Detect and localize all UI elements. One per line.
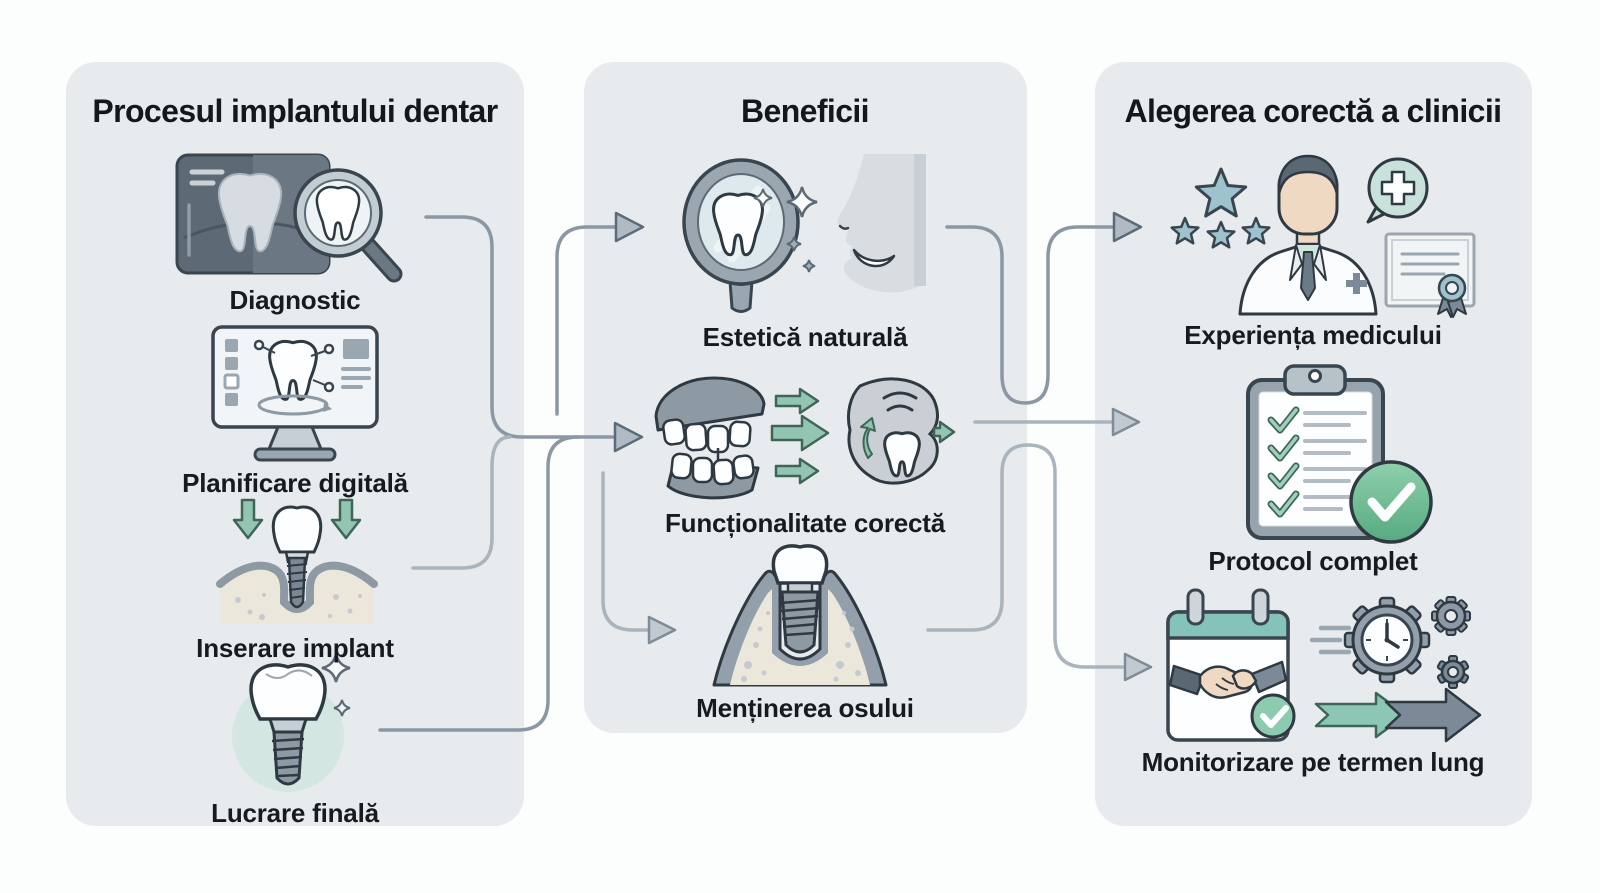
- item-label-final: Lucrare finală: [211, 798, 379, 828]
- column-title-process: Procesul implantului dentar: [92, 93, 498, 129]
- item-label-esthetics: Estetică naturală: [702, 322, 908, 352]
- item-label-experience: Experiența medicului: [1184, 320, 1442, 350]
- flow-bone-line: [601, 471, 649, 632]
- flow-final-line: [378, 435, 580, 732]
- item-label-protocol: Protocol complet: [1208, 546, 1418, 576]
- arrowhead-to-experience: [1112, 211, 1143, 243]
- arrowhead-to-function: [613, 421, 644, 453]
- doctor-experience-icon: [1130, 148, 1476, 318]
- checklist-protocol-icon: [1246, 364, 1433, 544]
- flow-insertion-line: [411, 435, 512, 570]
- arrowhead-to-monitoring: [1123, 652, 1153, 682]
- arrowhead-to-esthetics: [614, 211, 645, 243]
- flow-monitoring-line: [926, 443, 1125, 669]
- flow-experience-line: [945, 225, 1114, 405]
- digital-planning-monitor-icon: [211, 325, 379, 462]
- item-label-planning: Planificare digitală: [182, 468, 408, 498]
- long-term-monitoring-icon: [1166, 588, 1482, 743]
- item-label-function: Funcționalitate corectă: [664, 508, 946, 538]
- bite-function-icon: [654, 376, 956, 500]
- item-label-monitoring: Monitorizare pe termen lung: [1141, 747, 1485, 777]
- arrowhead-to-protocol: [1111, 407, 1141, 437]
- item-label-bone: Menținerea osului: [696, 693, 914, 723]
- arrowhead-to-bone: [647, 615, 677, 645]
- item-label-diagnostic: Diagnostic: [229, 285, 361, 315]
- column-title-benefits: Beneficii: [741, 93, 870, 129]
- column-title-clinic: Alegerea corectă a clinicii: [1124, 93, 1503, 129]
- mirror-smile-icon: [682, 154, 926, 313]
- item-label-insertion: Inserare implant: [196, 633, 394, 663]
- bone-preservation-icon: [712, 544, 888, 687]
- implant-insertion-icon: [216, 498, 378, 624]
- final-restoration-icon: [232, 652, 358, 792]
- flow-esthetics-line: [555, 225, 617, 416]
- xray-magnifier-icon: [175, 153, 403, 283]
